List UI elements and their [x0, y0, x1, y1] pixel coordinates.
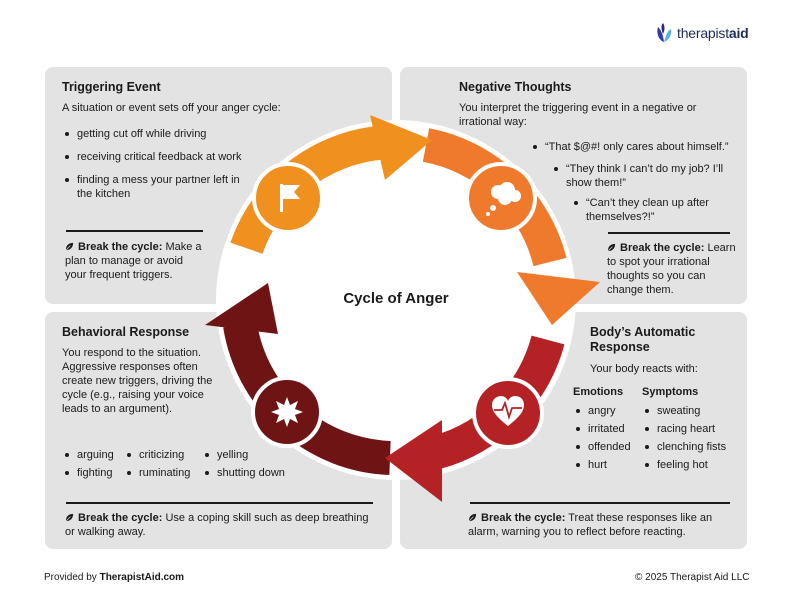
behavioral-list-col1: arguing fighting [62, 448, 132, 480]
list-item: finding a mess your partner left in the … [62, 173, 242, 201]
break-label: Break the cycle: [78, 512, 163, 524]
list-item: ruminating [124, 466, 204, 480]
break-label: Break the cycle: [620, 242, 705, 254]
body-response-intro: Your body reacts with: [590, 363, 698, 375]
behavioral-break-cycle: Break the cycle: Use a coping skill such… [65, 511, 380, 539]
behavioral-list-col2: criticizing ruminating [124, 448, 204, 480]
list-item: receiving critical feedback at work [62, 150, 252, 164]
break-text: Use a coping skill such as deep breathin… [65, 512, 369, 538]
leaf-icon [65, 242, 74, 251]
list-item: shutting down [202, 466, 292, 480]
behavioral-response-title: Behavioral Response [62, 325, 190, 339]
emotions-list: angry irritated offended hurt [573, 404, 643, 472]
break-text: Learn to spot your irrational thoughts s… [607, 242, 736, 296]
negative-break-cycle: Break the cycle: Learn to spot your irra… [607, 241, 737, 297]
leaf-icon [468, 513, 477, 522]
divider [66, 502, 373, 504]
list-item: “That $@#! only cares about himself.” [530, 140, 740, 154]
arrowhead-behavior [205, 283, 278, 334]
list-item: clenching fists [642, 440, 742, 454]
list-item: sweating [642, 404, 742, 418]
list-item: offended [573, 440, 643, 454]
break-text: Treat these responses like an alarm, war… [468, 512, 713, 538]
footer-provided-prefix: Provided by [44, 572, 100, 583]
butterfly-logo-icon [657, 23, 672, 42]
leaf-icon [607, 243, 616, 252]
footer-provided: Provided by TherapistAid.com [44, 572, 184, 583]
footer-copyright: © 2025 Therapist Aid LLC [635, 572, 750, 583]
behavioral-response-intro: You respond to the situation. Aggressive… [62, 347, 213, 415]
arrowhead-trigger [370, 115, 432, 180]
burst-icon [271, 397, 303, 427]
brand-name-light: therapist [677, 25, 729, 41]
body-response-title: Body’s Automatic Response [590, 325, 696, 354]
list-item: “Can’t they clean up after themselves?!” [571, 196, 731, 224]
behavioral-list-col3: yelling shutting down [202, 448, 292, 480]
divider [66, 230, 203, 232]
list-item: hurt [573, 458, 643, 472]
symptoms-header: Symptoms [642, 386, 699, 398]
list-item: “They think I can’t do my job? I’ll show… [551, 162, 741, 190]
list-item: yelling [202, 448, 292, 462]
list-item: arguing [62, 448, 132, 462]
list-item: angry [573, 404, 643, 418]
break-label: Break the cycle: [481, 512, 566, 524]
list-item: racing heart [642, 422, 742, 436]
negative-thoughts-list-2: “They think I can’t do my job? I’ll show… [551, 162, 741, 190]
flag-icon [280, 184, 300, 212]
footer-site-link[interactable]: TherapistAid.com [99, 572, 185, 583]
triggering-event-intro: A situation or event sets off your anger… [62, 102, 281, 114]
triggering-break-cycle: Break the cycle: Make a plan to manage o… [65, 240, 205, 282]
negative-thoughts-list-3: “Can’t they clean up after themselves?!” [571, 196, 731, 224]
break-label: Break the cycle: [78, 241, 163, 253]
negative-thoughts-title: Negative Thoughts [459, 80, 572, 94]
list-item: feeling hot [642, 458, 742, 472]
list-item: irritated [573, 422, 643, 436]
leaf-icon [65, 513, 74, 522]
cycle-title: Cycle of Anger [343, 290, 449, 307]
body-break-cycle: Break the cycle: Treat these responses l… [468, 511, 728, 539]
heart-rate-icon [492, 396, 524, 426]
triggering-event-title: Triggering Event [62, 80, 161, 94]
break-text: Make a plan to manage or avoid your freq… [65, 241, 202, 281]
symptoms-list: sweating racing heart clenching fists fe… [642, 404, 742, 472]
divider [608, 232, 730, 234]
triggering-event-list: getting cut off while driving receiving … [62, 127, 252, 201]
list-item: fighting [62, 466, 132, 480]
list-item: getting cut off while driving [62, 127, 252, 141]
negative-thoughts-list-1: “That $@#! only cares about himself.” [530, 140, 740, 154]
therapist-aid-logo: therapistaid [655, 22, 749, 44]
negative-thoughts-intro: You interpret the triggering event in a … [459, 102, 697, 128]
emotions-header: Emotions [573, 386, 624, 398]
thought-cloud-icon [486, 182, 521, 216]
list-item: criticizing [124, 448, 204, 462]
arrowhead-body [385, 420, 442, 502]
divider [470, 502, 730, 504]
arrowhead-thoughts [517, 272, 600, 325]
brand-name-bold: aid [728, 25, 749, 41]
